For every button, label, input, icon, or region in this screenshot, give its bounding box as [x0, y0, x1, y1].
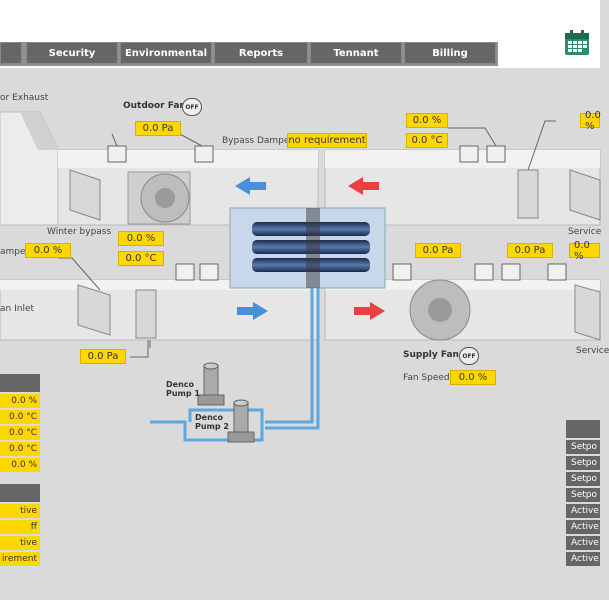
supply-fan-off-button[interactable]: OFF: [459, 347, 479, 365]
outdoor-exhaust-label: or Exhaust: [0, 93, 49, 103]
left-sensor-row: 0.0 %: [0, 394, 40, 408]
outdoor-fan-pressure: 0.0 Pa: [135, 121, 181, 136]
outdoor-fan-label: Outdoor Fan: [123, 101, 186, 111]
humidity-drop-icon: [199, 263, 219, 281]
nav-tab-tennant[interactable]: Tennant: [310, 42, 402, 64]
nav-tab-partial[interactable]: [0, 42, 22, 64]
top-far-right-value: 0.0 %: [580, 110, 601, 132]
mid-far-right-value: 0.0 %: [569, 240, 600, 262]
left-sensor-row: 0.0 °C: [0, 410, 40, 424]
left-status-row: irement: [0, 552, 40, 566]
mid-right-pressure-2: 0.0 Pa: [507, 243, 553, 258]
thermometer-icon: [459, 145, 479, 163]
fan-speed-label: Fan Speed: [403, 373, 450, 383]
right-panel-row[interactable]: Active: [566, 520, 600, 534]
top-right-humidity: 0.0 %: [406, 113, 448, 128]
ahu-schematic: [0, 111, 601, 443]
right-panel-row[interactable]: Setpo: [566, 488, 600, 502]
pressure-sensor-icon: [501, 263, 521, 281]
right-panel-row[interactable]: Active: [566, 504, 600, 518]
left-sensor-row: 0.0 %: [0, 458, 40, 472]
filter-inlet: [135, 289, 157, 339]
left-status-panel-header: [0, 484, 40, 502]
pressure-sensor-icon: [107, 145, 127, 163]
damper-label: amper: [0, 247, 30, 257]
fan-inlet-label: an Inlet: [0, 304, 35, 314]
nav-tab-reports[interactable]: Reports: [214, 42, 308, 64]
supply-inlet-arrow: [237, 302, 268, 320]
right-panel-row[interactable]: Setpo: [566, 456, 600, 470]
left-status-row: tive: [0, 536, 40, 550]
pressure-sensor-icon: [194, 145, 214, 163]
exhaust-fan-icon: [127, 171, 191, 225]
right-setpoint-panel-header: [566, 420, 600, 438]
damper-position: 0.0 %: [25, 243, 71, 258]
filter-top-right: [517, 169, 539, 219]
louver-damper-right-bottom: [574, 284, 601, 341]
thermometer-icon: [547, 263, 567, 281]
bypass-damper-status: no requirement: [287, 133, 367, 148]
louver-damper-inlet: [77, 284, 111, 336]
supply-fan-icon: [409, 279, 471, 341]
return-air-arrow: [235, 177, 266, 195]
supply-air-arrow: [354, 302, 385, 320]
water-pipes: [150, 288, 320, 442]
humidity-drop-icon: [486, 145, 506, 163]
inlet-pressure: 0.0 Pa: [80, 349, 126, 364]
supply-fan-label: Supply Fan: [403, 350, 459, 360]
pressure-sensor-icon: [392, 263, 412, 281]
right-panel-row[interactable]: Active: [566, 552, 600, 566]
mid-right-pressure-1: 0.0 Pa: [415, 243, 461, 258]
top-bar: [0, 0, 600, 22]
left-sensor-row: 0.0 °C: [0, 442, 40, 456]
fan-speed-value: 0.0 %: [450, 370, 496, 385]
right-panel-row[interactable]: Setpo: [566, 472, 600, 486]
pressure-sensor-icon: [474, 263, 494, 281]
top-right-temperature: 0.0 °C: [406, 133, 448, 148]
denco-pump-2-label: Denco Pump 2: [195, 413, 229, 431]
right-setpoint-panel: Setpo Setpo Setpo Setpo Active Active Ac…: [566, 420, 600, 566]
mid-temperature: 0.0 °C: [118, 251, 164, 266]
denco-pump-2-icon: [227, 399, 255, 443]
right-panel-row[interactable]: Active: [566, 536, 600, 550]
outdoor-fan-off-button[interactable]: OFF: [182, 98, 202, 116]
nav-tab-billing[interactable]: Billing: [404, 42, 496, 64]
service-label-top: Service: [568, 227, 602, 237]
left-sensor-panel: 0.0 % 0.0 °C 0.0 °C 0.0 °C 0.0 %: [0, 374, 40, 472]
service-label-bottom: Service: [576, 346, 609, 356]
nav-tab-environmental[interactable]: Environmental: [120, 42, 212, 64]
left-sensor-panel-header: [0, 374, 40, 392]
louver-damper-right-top: [569, 169, 601, 221]
heat-exchanger: [229, 207, 386, 289]
nav-tab-security[interactable]: Security: [26, 42, 118, 64]
louver-damper-left: [69, 169, 101, 221]
winter-bypass-label: Winter bypass: [47, 227, 112, 237]
left-status-panel: tive ff tive irement: [0, 484, 40, 566]
denco-pump-1-icon: [197, 362, 225, 406]
right-panel-row[interactable]: Setpo: [566, 440, 600, 454]
calendar-icon[interactable]: [563, 29, 591, 57]
left-sensor-row: 0.0 °C: [0, 426, 40, 440]
exhaust-air-arrow: [348, 177, 379, 195]
bypass-damper-label: Bypass Damper: [222, 136, 294, 146]
left-status-row: ff: [0, 520, 40, 534]
mid-humidity: 0.0 %: [118, 231, 164, 246]
thermometer-icon: [175, 263, 195, 281]
left-status-row: tive: [0, 504, 40, 518]
denco-pump-1-label: Denco Pump 1: [166, 380, 200, 398]
